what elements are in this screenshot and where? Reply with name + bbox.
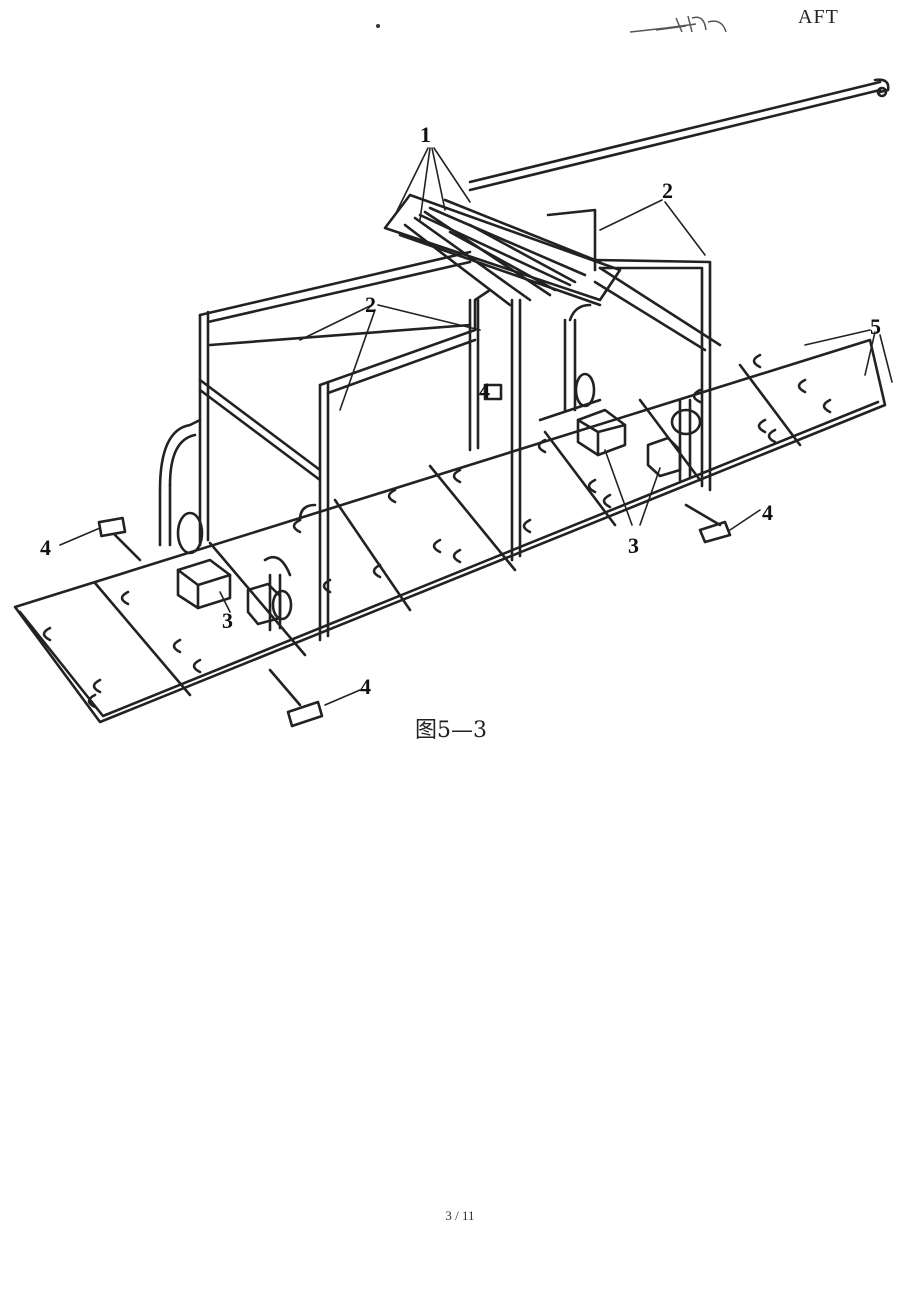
leader-2b (299, 304, 481, 411)
unit-box-left-b (246, 582, 282, 626)
long-pipe-line (468, 80, 882, 184)
unit-box-right-b (646, 436, 682, 478)
callout-3-left: 3 (222, 608, 233, 633)
callout-4-center: 4 (479, 378, 490, 403)
callout-4-bottom: 4 (360, 674, 371, 699)
nozzle-box-left (97, 516, 142, 562)
leader-2a (599, 199, 706, 256)
callout-3-right: 3 (628, 533, 639, 558)
leader-3b (604, 449, 661, 526)
floor-loops (42, 353, 832, 709)
nozzle-box-center (483, 383, 503, 401)
upper-pipe-rack (383, 193, 622, 307)
unit-box-right-a (576, 408, 627, 457)
figure-caption: 图5—3 (415, 718, 487, 743)
callout-4-right: 4 (762, 500, 773, 525)
header-stamp-scribble (629, 15, 727, 33)
nozzle-box-right (684, 503, 732, 544)
header-mark (376, 24, 380, 28)
leader-4b (729, 509, 761, 531)
right-vertical-frame (593, 258, 712, 492)
callout-4-left: 4 (40, 535, 51, 560)
piping-diagram: 1 2 2 3 3 4 4 4 4 5 (13, 78, 893, 728)
leader-5 (804, 329, 893, 383)
unit-box-left-a (176, 558, 232, 610)
nozzle-box-bottom (268, 668, 324, 728)
page-indicator: 3 / 11 (445, 1208, 475, 1223)
leader-1 (394, 147, 471, 221)
leader-4a (59, 527, 101, 546)
header-label: AFT (798, 6, 839, 28)
callout-1: 1 (420, 122, 431, 147)
callout-2-middle: 2 (365, 292, 376, 317)
floor-frame (13, 338, 887, 724)
piping-diagram-figure: 1 2 2 3 3 4 4 4 4 5 (0, 60, 920, 750)
leader-4c (324, 689, 361, 706)
callout-5: 5 (870, 314, 881, 339)
callout-2-top: 2 (662, 178, 673, 203)
leader-3a (219, 591, 231, 613)
